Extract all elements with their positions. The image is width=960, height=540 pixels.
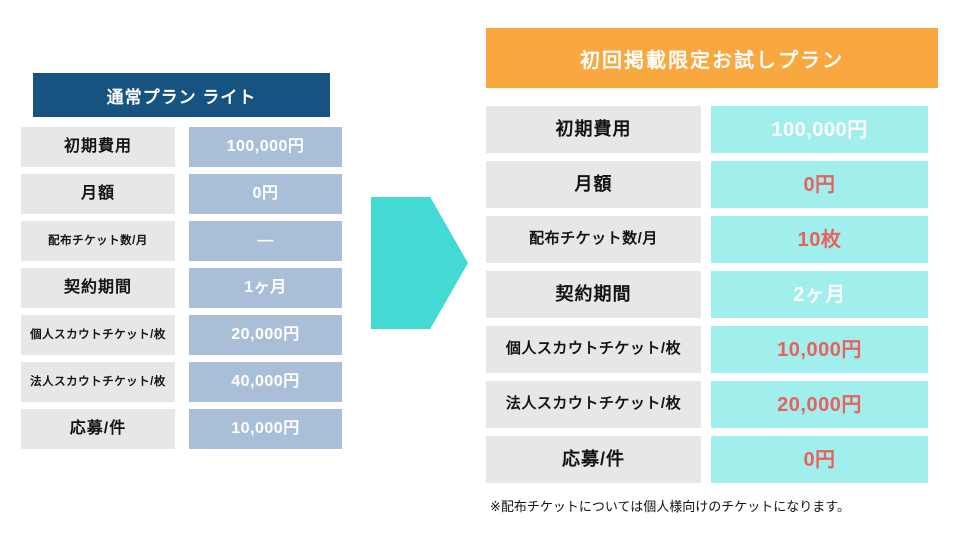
normal-plan-row: 契約期間 1ヶ月 (21, 268, 342, 308)
normal-plan-row: 配布チケット数/月 — (21, 221, 342, 261)
trial-plan-row-value: 10枚 (711, 216, 928, 263)
trial-plan-row-value: 10,000円 (711, 326, 928, 373)
trial-plan-row-value: 0円 (711, 161, 928, 208)
normal-plan-row-value: 20,000円 (189, 315, 342, 355)
normal-plan-row: 法人スカウトチケット/枚 40,000円 (21, 362, 342, 402)
normal-plan-row: 個人スカウトチケット/枚 20,000円 (21, 315, 342, 355)
normal-plan-row-value: 10,000円 (189, 409, 342, 449)
trial-plan-row-label: 応募/件 (486, 436, 701, 483)
normal-plan-row-label: 個人スカウトチケット/枚 (21, 315, 175, 355)
trial-plan-row-label: 法人スカウトチケット/枚 (486, 381, 701, 428)
normal-plan-row-value: 1ヶ月 (189, 268, 342, 308)
trial-plan-row-value: 0円 (711, 436, 928, 483)
trial-plan-row-label: 配布チケット数/月 (486, 216, 701, 263)
normal-plan-row-value: 40,000円 (189, 362, 342, 402)
normal-plan-row-value: — (189, 221, 342, 261)
normal-plan-row-label: 配布チケット数/月 (21, 221, 175, 261)
normal-plan-row: 初期費用 100,000円 (21, 127, 342, 167)
normal-plan-row: 月額 0円 (21, 174, 342, 214)
normal-plan-header: 通常プラン ライト (33, 73, 330, 117)
normal-plan-row-label: 初期費用 (21, 127, 175, 167)
trial-plan-header: 初回掲載限定お試しプラン (486, 28, 938, 88)
normal-plan-row-label: 契約期間 (21, 268, 175, 308)
normal-plan-row-label: 月額 (21, 174, 175, 214)
trial-plan-row-value: 20,000円 (711, 381, 928, 428)
trial-plan-row-label: 個人スカウトチケット/枚 (486, 326, 701, 373)
normal-plan-row-label: 法人スカウトチケット/枚 (21, 362, 175, 402)
footnote: ※配布チケットについては個人様向けのチケットになります。 (490, 499, 850, 514)
trial-plan-row-value: 2ヶ月 (711, 271, 928, 318)
normal-plan-row-label: 応募/件 (21, 409, 175, 449)
normal-plan-row-value: 100,000円 (189, 127, 342, 167)
trial-plan-row-label: 初期費用 (486, 106, 701, 153)
transition-arrow-icon (371, 197, 468, 329)
trial-plan-row-label: 月額 (486, 161, 701, 208)
trial-plan-row-label: 契約期間 (486, 271, 701, 318)
trial-plan-row-value: 100,000円 (711, 106, 928, 153)
normal-plan-row: 応募/件 10,000円 (21, 409, 342, 449)
normal-plan-row-value: 0円 (189, 174, 342, 214)
